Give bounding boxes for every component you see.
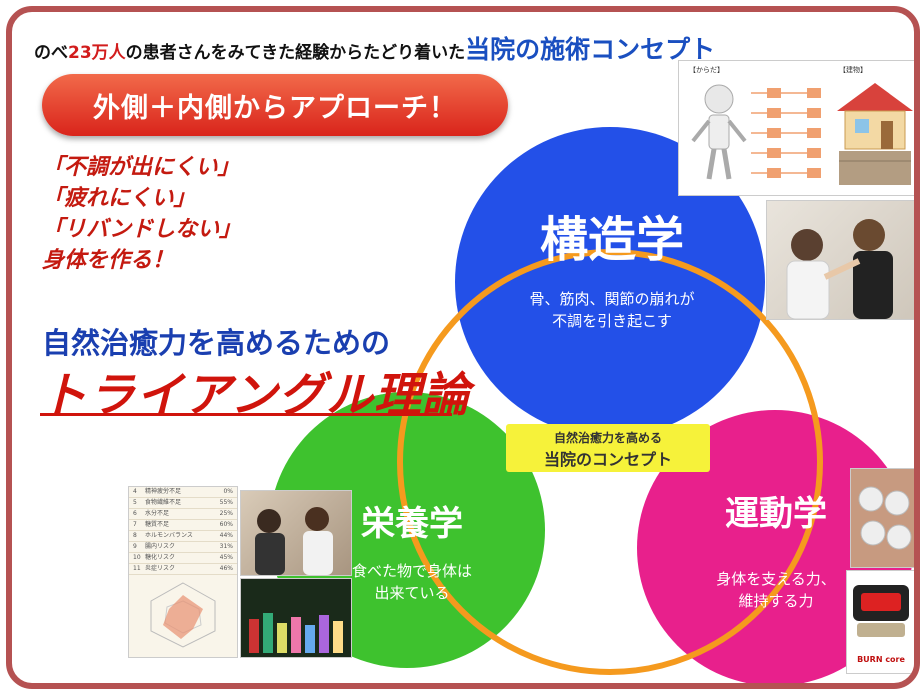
exercise-desc-line: 維持する力 <box>738 592 814 610</box>
body-building-diagram: 【からだ】 【建物】 <box>678 60 914 196</box>
list-cell: 25% <box>219 510 233 517</box>
approach-pill: 外側＋内側からアプローチ！ <box>42 74 508 136</box>
consultation-photo <box>240 490 352 576</box>
concept-box: 自然治癒力を高める 当院のコンセプト <box>506 424 710 472</box>
goal-item: 「疲れにくい」 <box>42 186 196 211</box>
device-photo: BURN core <box>846 570 914 674</box>
list-cell: 4 <box>133 488 137 495</box>
list-item: 5 食物繊維不足 55% <box>129 498 237 509</box>
page-frame: のべ23万人の患者さんをみてきた経験からたどり着いた当院の施術コンセプト 外側＋… <box>6 6 920 689</box>
concept-box-big: 当院のコンセプト <box>543 450 672 469</box>
list-item: 10 糖化リスク 45% <box>129 553 237 564</box>
diagram-right-label: 【建物】 <box>839 66 867 74</box>
structure-desc: 骨、筋肉、関節の崩れが 不調を引き起こす <box>482 288 742 332</box>
nutrition-analysis-sheet: 4 精神疲労不足 0% 5 食物繊維不足 55% 6 水分不足 25% 7 糖質不足 60% 8 ホルモン… <box>128 486 238 658</box>
ems-pads-photo <box>850 468 914 568</box>
heading-underline <box>40 413 452 416</box>
skeleton-house-illustration <box>691 83 913 185</box>
concept-title: 当院の施術コンセプト <box>465 35 716 64</box>
list-cell: 44% <box>219 532 233 539</box>
radar-chart <box>150 582 216 648</box>
list-item: 6 水分不足 25% <box>129 509 237 520</box>
triangle-subheading: 自然治癒力を高めるための <box>42 326 391 360</box>
device-label: BURN core <box>857 655 905 664</box>
list-item: 7 糖質不足 60% <box>129 520 237 531</box>
header-middle: の患者さんをみてきた経験からたどり着いた <box>125 43 466 63</box>
goal-item: 「リバンドしない」 <box>42 217 242 242</box>
goal-item: 「不調が出にくい」 <box>42 155 240 180</box>
list-cell: 精神疲労不足 <box>145 488 182 495</box>
list-cell: 7 <box>133 521 137 528</box>
list-cell: 45% <box>219 554 233 561</box>
list-cell: 9 <box>133 543 137 550</box>
list-cell: 腸内リスク <box>145 543 176 550</box>
header-line: のべ23万人の患者さんをみてきた経験からたどり着いた当院の施術コンセプト <box>34 30 715 66</box>
list-cell: 8 <box>133 532 137 539</box>
nutrition-desc-line: 食べた物で身体は <box>351 562 472 580</box>
list-cell: 水分不足 <box>145 510 170 517</box>
list-cell: 6 <box>133 510 137 517</box>
list-cell: 食物繊維不足 <box>145 499 182 506</box>
nutrition-desc: 食べた物で身体は 出来ている <box>312 560 512 604</box>
structure-circle <box>455 127 765 437</box>
nutrition-list: 4 精神疲労不足 0% 5 食物繊維不足 55% 6 水分不足 25% 7 糖質不足 60% 8 ホルモン… <box>129 487 237 575</box>
list-cell: 31% <box>219 543 233 550</box>
list-item: 9 腸内リスク 31% <box>129 542 237 553</box>
structure-desc-line: 不調を引き起こす <box>552 312 672 330</box>
list-cell: 0% <box>223 488 233 495</box>
triangle-ring <box>397 249 823 675</box>
exercise-circle <box>637 410 913 683</box>
therapy-photo <box>766 200 914 320</box>
list-cell: 55% <box>219 499 233 506</box>
patient-count: 23万人 <box>68 43 126 63</box>
list-cell: 5 <box>133 499 137 506</box>
list-cell: 60% <box>219 521 233 528</box>
nutrition-title: 栄養学 <box>361 504 463 544</box>
exercise-desc-line: 身体を支える力、 <box>716 570 836 588</box>
diagram-left-label: 【からだ】 <box>689 66 724 74</box>
list-cell: 10 <box>133 554 141 561</box>
products-photo <box>240 578 352 658</box>
list-cell: 46% <box>219 565 233 572</box>
exercise-desc: 身体を支える力、 維持する力 <box>676 568 876 612</box>
structure-desc-line: 骨、筋肉、関節の崩れが <box>529 290 695 308</box>
concept-box-small: 自然治癒力を高める <box>553 431 662 445</box>
triangle-diagram <box>269 127 913 683</box>
list-item: 4 精神疲労不足 0% <box>129 487 237 498</box>
list-cell: 炎症リスク <box>145 565 176 572</box>
goal-item: 身体を作る！ <box>42 248 175 273</box>
header-prefix: のべ <box>34 43 68 63</box>
list-cell: 糖化リスク <box>145 554 176 561</box>
exercise-title: 運動学 <box>725 494 827 534</box>
list-item: 8 ホルモンバランス 44% <box>129 531 237 542</box>
goal-list: 「不調が出にくい」 「疲れにくい」 「リバンドしない」 身体を作る！ <box>42 152 241 276</box>
list-cell: ホルモンバランス <box>145 532 193 539</box>
nutrition-desc-line: 出来ている <box>374 584 450 602</box>
list-cell: 11 <box>133 565 141 572</box>
list-cell: 糖質不足 <box>145 521 170 528</box>
structure-title: 構造学 <box>539 212 684 268</box>
list-item: 11 炎症リスク 46% <box>129 564 237 575</box>
